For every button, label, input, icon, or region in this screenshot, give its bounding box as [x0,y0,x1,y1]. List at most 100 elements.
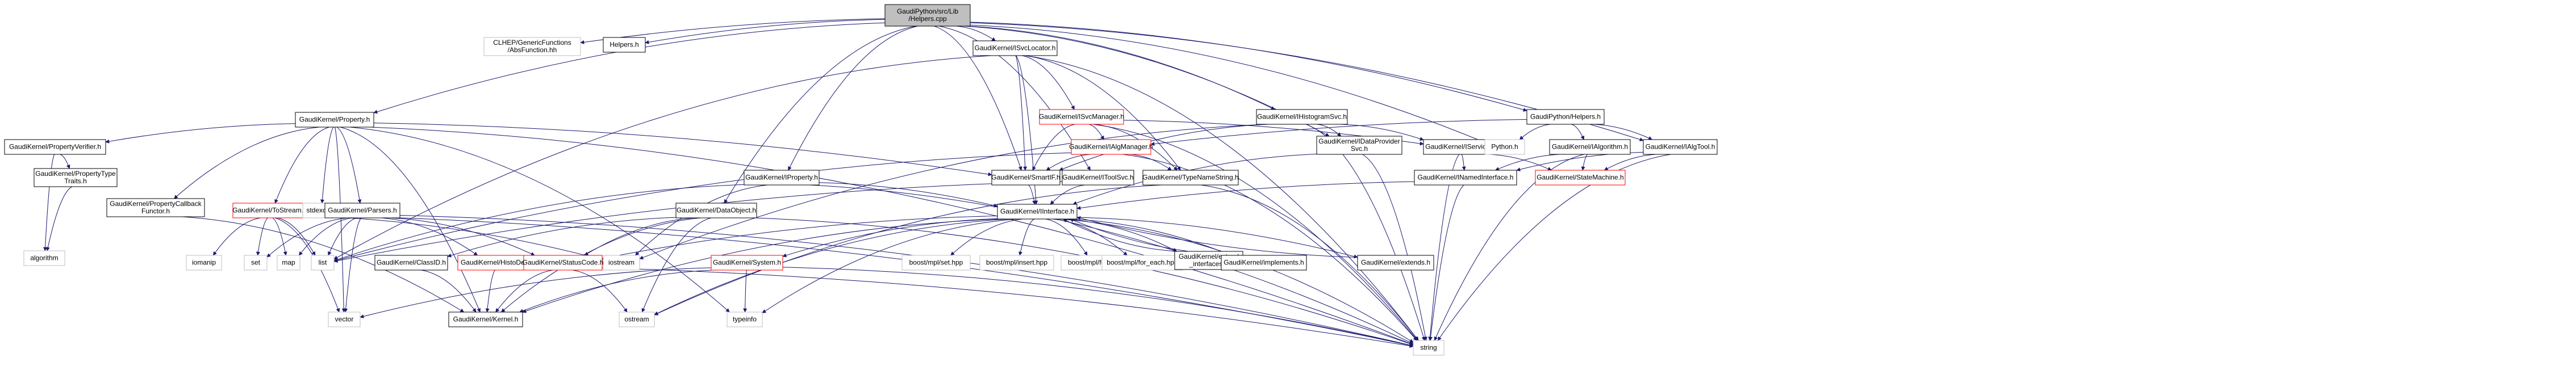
node-typenamestring[interactable]: GaudiKernel/TypeNameString.h [1142,170,1239,186]
edge-typenamestring-to-string [1201,184,1419,341]
node-python: Python.h [1484,139,1525,155]
node-label: Functor.h [141,207,170,215]
node-label: Python.h [1491,143,1518,151]
edge-root-to-smartif [934,26,1022,171]
node-label: iomanip [192,259,216,267]
node-ihistogramsvc[interactable]: GaudiKernel/IHistogramSvc.h [1256,109,1348,125]
node-extends[interactable]: GaudiKernel/extends.h [1357,255,1434,271]
node-label: map [282,259,295,267]
node-root[interactable]: GaudiPython/src/Lib/Helpers.cpp [884,4,971,27]
node-ialgtool[interactable]: GaudiKernel/IAlgTool.h [1643,139,1718,155]
node-box [324,203,400,218]
edge-iproperty-to-iinterface [819,182,998,208]
node-dataobject[interactable]: GaudiKernel/DataObject.h [675,203,757,218]
edge-property-to-typeinfo [349,127,730,313]
node-label: boost/mpl/insert.hpp [986,259,1047,267]
edge-iservice-to-inamedinterface [1461,154,1466,171]
node-isvcmanager[interactable]: GaudiKernel/ISvcManager.h [1039,109,1124,125]
node-label: Helpers.h [609,41,638,49]
node-label: GaudiPython/src/Lib [897,7,958,15]
node-box [23,250,65,266]
node-helpers[interactable]: Helpers.h [603,37,646,53]
node-histodef[interactable]: GaudiKernel/HistoDef.h [457,255,536,271]
node-box [744,170,820,186]
edge-iinterface-to-mplforeach [1052,218,1128,256]
edge-tostream-to-list [277,217,316,256]
node-classid[interactable]: GaudiKernel/ClassID.h [374,255,448,271]
node-implements[interactable]: GaudiKernel/implements.h [1221,255,1307,271]
node-box [1221,255,1307,271]
node-label: GaudiKernel/IHistogramSvc.h [1257,113,1347,121]
edge-iinterface-to-kernel [522,218,1000,313]
node-ialgmanager[interactable]: GaudiKernel/IAlgManager.h [1069,139,1153,155]
edge-property-to-smartif [373,123,992,176]
node-box [1413,340,1444,356]
node-smartif[interactable]: GaudiKernel/SmartIF.h [991,170,1061,186]
node-statuscode[interactable]: GaudiKernel/StatusCode.h [523,255,604,271]
node-box [232,203,307,218]
node-label: GaudiKernel/TypeNameString.h [1142,174,1238,182]
node-box [1484,139,1525,155]
node-propverifier[interactable]: GaudiKernel/PropertyVerifier.h [4,139,106,155]
node-label: GaudiKernel/extends.h [1361,259,1430,267]
node-itoolsvc[interactable]: GaudiKernel/IToolSvc.h [1062,170,1134,186]
edge-root-to-ihistogramsvc [967,26,1275,110]
edge-gpyhelpers-to-ialgtool [1593,124,1653,140]
edge-root-to-python [970,24,1485,143]
edge-gpyhelpers-to-python [1519,124,1551,140]
node-label: algorithm [30,254,58,262]
node-box [603,255,640,271]
edge-root-to-helpers [645,19,886,44]
node-iproperty[interactable]: GaudiKernel/IProperty.h [744,170,820,186]
node-label: GaudiKernel/ISvcLocator.h [975,44,1056,52]
node-ostream: ostream [619,312,655,327]
node-box [1526,109,1605,125]
node-label: GaudiKernel/StatusCode.h [523,259,604,267]
edge-root-to-dataobject [724,26,916,204]
node-box [972,40,1058,56]
node-box [901,255,971,271]
node-ialgorithm[interactable]: GaudiKernel/IAlgorithm.h [1549,139,1631,155]
node-label: GaudiKernel/ISvcManager.h [1039,113,1124,121]
node-label: GaudiKernel/StateMachine.h [1537,174,1623,182]
node-box [374,255,448,271]
edge-ialgorithm-to-inamedinterface [1495,154,1560,171]
node-system[interactable]: GaudiKernel/System.h [711,255,783,271]
node-box [186,255,222,271]
node-box [106,198,205,217]
node-label: GaudiKernel/System.h [713,259,781,267]
edge-propverifier-to-proptypetraits [60,154,70,169]
node-typeinfo: typeinfo [727,312,763,327]
edge-ihistogramsvc-to-string [1305,124,1426,341]
node-label: typeinfo [733,315,757,323]
node-mplforeach: boost/mpl/for_each.hpp [1101,255,1183,271]
edge-property-to-vector [335,127,346,313]
edge-propcallback-to-kernel [182,216,465,313]
node-isvclocator[interactable]: GaudiKernel/ISvcLocator.h [972,40,1058,56]
node-label: vector [335,315,354,323]
edge-system-to-typeinfo [743,270,748,313]
node-parsers[interactable]: GaudiKernel/Parsers.h [324,203,400,218]
node-statemachine[interactable]: GaudiKernel/StateMachine.h [1535,170,1626,186]
node-list: list [311,255,335,271]
node-label: boost/mpl/for_each.hpp [1107,259,1178,267]
node-inamedinterface[interactable]: GaudiKernel/INamedInterface.h [1414,170,1517,186]
edge-root-to-isvclocator [956,26,996,41]
node-label: CLHEP/GenericFunctions [493,39,571,47]
edge-iinterface-to-typeinfo [762,218,1017,313]
node-label: GaudiKernel/IInterface.h [1000,208,1074,216]
node-iinterface[interactable]: GaudiKernel/IInterface.h [997,204,1078,220]
edge-smartif-to-iinterface [1028,184,1036,205]
node-label: GaudiKernel/IToolSvc.h [1062,174,1133,182]
node-label: GaudiKernel/IService.h [1425,143,1495,151]
node-kernel[interactable]: GaudiKernel/Kernel.h [448,312,523,327]
node-label: GaudiKernel/PropertyType [35,170,116,178]
node-property[interactable]: GaudiKernel/Property.h [295,112,374,128]
edge-ialgmanager-to-string [1122,154,1417,341]
node-tostream[interactable]: GaudiKernel/ToStream.h [232,203,307,218]
node-gpyhelpers[interactable]: GaudiPython/Helpers.h [1526,109,1605,125]
edge-root-to-itoolsvc [938,26,1091,171]
